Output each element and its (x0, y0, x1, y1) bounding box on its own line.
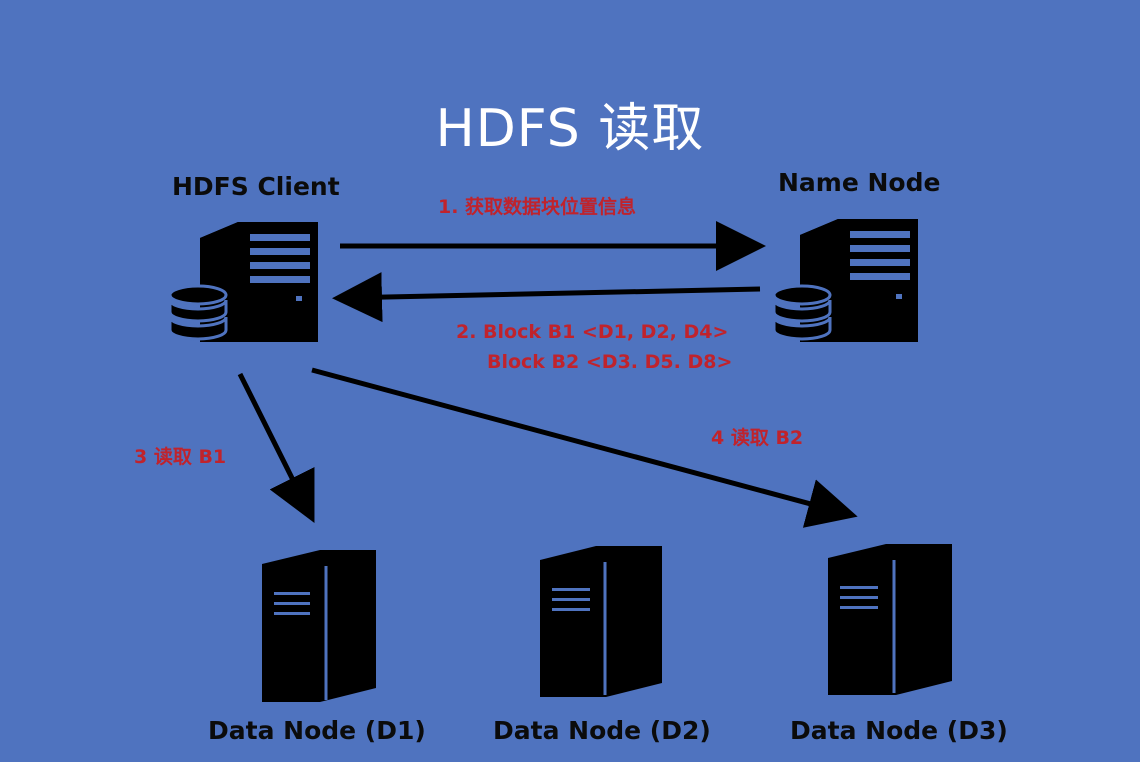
step1-label: 1. 获取数据块位置信息 (438, 196, 637, 218)
step4-label: 4 读取 B2 (711, 427, 804, 449)
arrow-client-to-d3 (311, 367, 858, 528)
diagram-title: HDFS 读取 (435, 99, 705, 159)
namenode-database-icon (772, 284, 832, 341)
arrow-namenode-to-client (332, 272, 761, 323)
datanode-d3-label: Data Node (D3) (790, 716, 1008, 745)
step2-line2-label: Block B2 <D3. D5. D8> (487, 351, 733, 373)
datanode-d3-server-icon (828, 544, 952, 695)
namenode-label: Name Node (778, 168, 941, 197)
datanode-d1-server-icon (262, 550, 376, 702)
client-label: HDFS Client (172, 172, 340, 201)
datanode-d2-label: Data Node (D2) (493, 716, 711, 745)
client-database-icon (168, 284, 228, 341)
step2-line1-label: 2. Block B1 <D1, D2, D4> (456, 321, 729, 343)
arrow-client-to-d1 (237, 372, 315, 523)
datanode-d2-server-icon (540, 546, 662, 697)
step3-label: 3 读取 B1 (134, 446, 227, 468)
datanode-d1-label: Data Node (D1) (208, 716, 426, 745)
